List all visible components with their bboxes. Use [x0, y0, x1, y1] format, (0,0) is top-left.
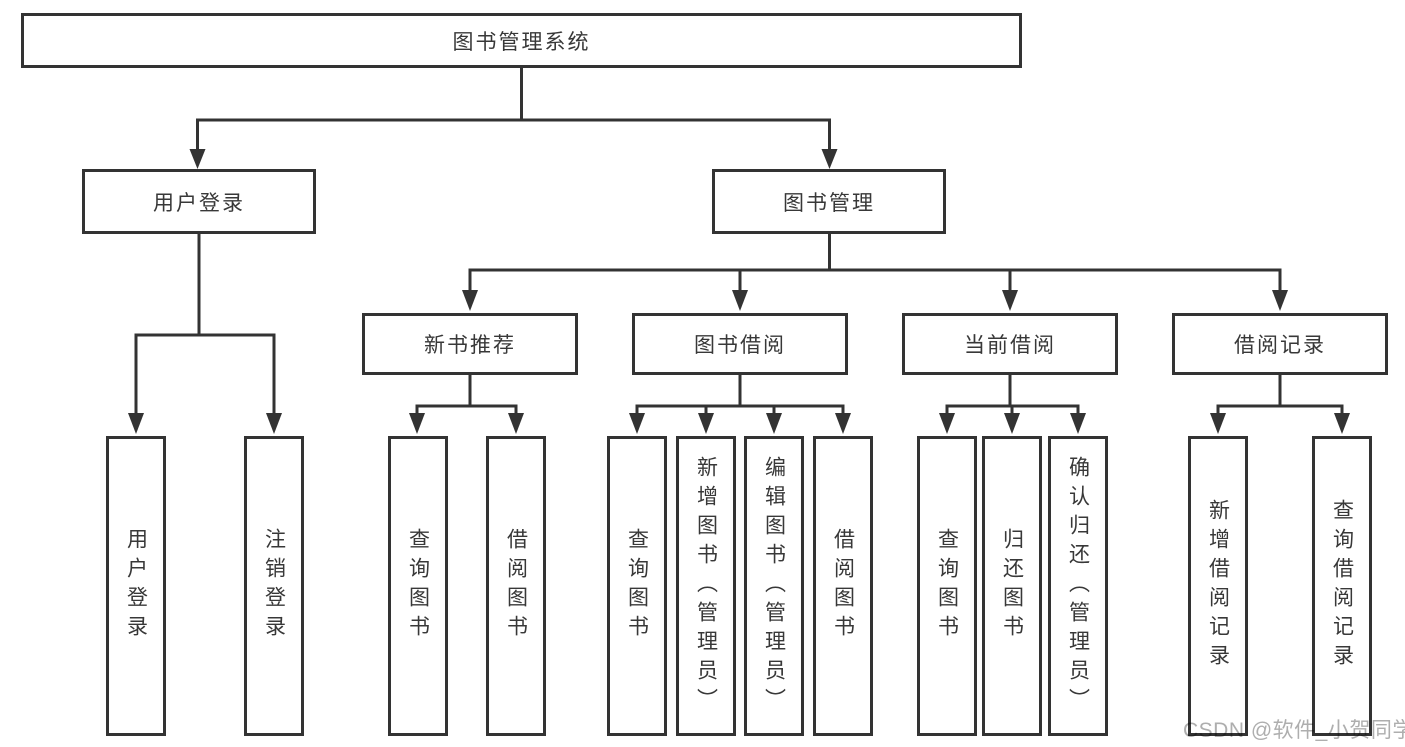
node-root-system: 图书管理系统	[21, 13, 1022, 68]
node-label: 编辑图书（管理员）	[762, 455, 786, 717]
arrowhead-icon	[189, 149, 206, 169]
connector-new-book-branch	[409, 373, 524, 434]
node-label: 图书管理	[783, 191, 875, 215]
node-borrow-records: 借阅记录	[1172, 313, 1388, 375]
node-label: 借阅图书	[504, 528, 528, 644]
arrowhead-icon	[766, 413, 782, 434]
node-label: 借阅记录	[1234, 334, 1326, 357]
node-current-borrow: 当前借阅	[902, 313, 1118, 375]
node-book-management: 图书管理	[712, 169, 946, 234]
arrowhead-icon	[821, 149, 838, 169]
leaf-add-book-admin: 新增图书（管理员）	[676, 436, 736, 736]
arrowhead-icon	[1070, 413, 1086, 434]
node-label: 查询图书	[625, 528, 649, 644]
node-label: 归还图书	[1000, 528, 1024, 644]
node-label: 当前借阅	[964, 334, 1056, 357]
connector-user-login-branch	[128, 232, 282, 434]
connector-book-mgmt-branch	[462, 232, 1288, 311]
arrowhead-icon	[508, 413, 524, 434]
node-label: 注销登录	[262, 528, 286, 644]
leaf-query-book-recommend: 查询图书	[388, 436, 448, 736]
connector-book-borrow-branch	[629, 373, 851, 434]
connector-root-to-level2	[189, 66, 838, 169]
node-label: 查询图书	[935, 528, 959, 644]
node-label: 用户登录	[124, 528, 148, 644]
leaf-confirm-return-admin: 确认归还（管理员）	[1048, 436, 1108, 736]
node-label: 查询图书	[406, 528, 430, 644]
node-label: 查询借阅记录	[1330, 499, 1354, 673]
leaf-edit-book-admin: 编辑图书（管理员）	[744, 436, 804, 736]
node-label: 用户登录	[153, 191, 245, 215]
arrowhead-icon	[835, 413, 851, 434]
arrowhead-icon	[128, 413, 144, 434]
leaf-borrow-book: 借阅图书	[813, 436, 873, 736]
leaf-logout: 注销登录	[244, 436, 304, 736]
arrowhead-icon	[1272, 290, 1288, 311]
arrowhead-icon	[939, 413, 955, 434]
node-book-borrow: 图书借阅	[632, 313, 848, 375]
arrowhead-icon	[698, 413, 714, 434]
connector-current-borrow-branch	[939, 373, 1086, 434]
node-user-login: 用户登录	[82, 169, 316, 234]
arrowhead-icon	[732, 290, 748, 311]
node-label: 确认归还（管理员）	[1066, 455, 1090, 717]
arrowhead-icon	[1002, 290, 1018, 311]
connector-borrow-records-branch	[1210, 373, 1350, 434]
node-label: 图书借阅	[694, 334, 786, 357]
leaf-borrow-book-recommend: 借阅图书	[486, 436, 546, 736]
node-label: 图书管理系统	[452, 30, 591, 54]
arrowhead-icon	[1210, 413, 1226, 434]
leaf-add-borrow-record: 新增借阅记录	[1188, 436, 1248, 736]
leaf-query-book-current: 查询图书	[917, 436, 977, 736]
node-new-book-recommend: 新书推荐	[362, 313, 578, 375]
node-label: 新书推荐	[424, 334, 516, 357]
arrowhead-icon	[629, 413, 645, 434]
arrowhead-icon	[1334, 413, 1350, 434]
csdn-watermark: CSDN @软件_小贺同学	[1183, 719, 1405, 742]
leaf-return-book: 归还图书	[982, 436, 1042, 736]
arrowhead-icon	[462, 290, 478, 311]
leaf-user-login: 用户登录	[106, 436, 166, 736]
leaf-query-book-borrow: 查询图书	[607, 436, 667, 736]
leaf-query-borrow-record: 查询借阅记录	[1312, 436, 1372, 736]
arrowhead-icon	[266, 413, 282, 434]
node-label: 新增借阅记录	[1206, 499, 1230, 673]
arrowhead-icon	[1004, 413, 1020, 434]
node-label: 借阅图书	[831, 528, 855, 644]
arrowhead-icon	[409, 413, 425, 434]
node-label: 新增图书（管理员）	[694, 455, 718, 717]
